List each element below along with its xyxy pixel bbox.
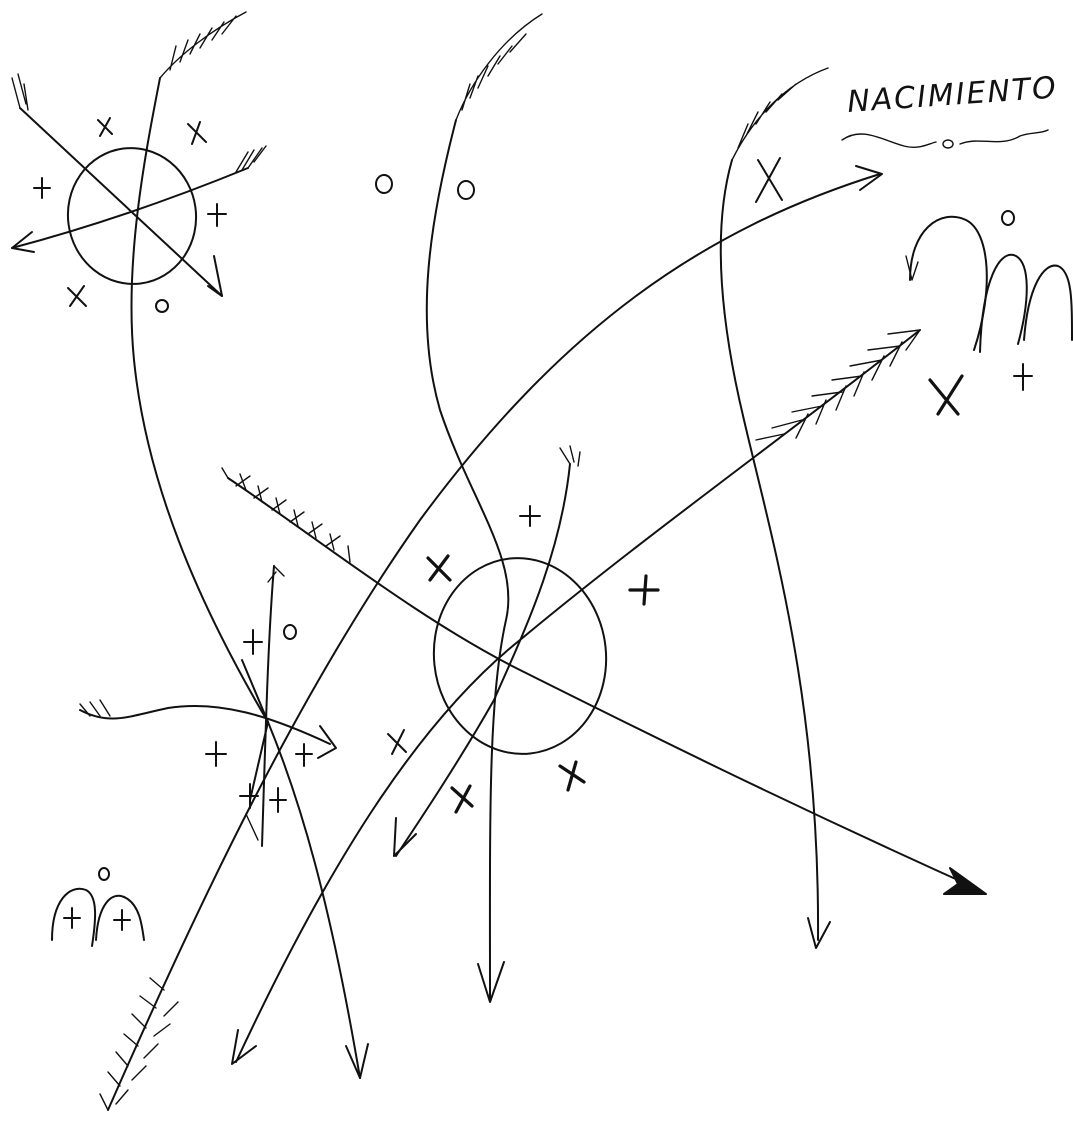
- rising-arrow-feathers: [100, 978, 178, 1110]
- bottom-left-arches: [52, 868, 144, 946]
- cross-mark: [388, 730, 406, 754]
- middle-long-curve: [427, 120, 509, 1000]
- cross-mark: [930, 376, 962, 414]
- circle-mark: [284, 625, 296, 639]
- top-left-cross-line: [12, 168, 248, 248]
- label-underline-wave-right: [960, 130, 1048, 144]
- central-circle: [424, 550, 616, 763]
- top-left-feathers: [12, 74, 28, 110]
- feathered-line-right: [721, 68, 830, 948]
- cross-mark: [756, 158, 782, 202]
- label-circle-mark: [943, 140, 953, 148]
- star-vertical-feathers: [268, 566, 284, 582]
- cross-mark: [452, 786, 472, 812]
- plus-mark: [240, 784, 258, 808]
- plus-mark: [206, 742, 226, 766]
- circle-mark: [1002, 211, 1014, 225]
- top-left-cross-feathers: [236, 146, 266, 172]
- descending-arrow-line: [236, 330, 920, 1062]
- circle-mark: [99, 868, 109, 880]
- circle-mark: [156, 300, 168, 312]
- cross-mark: [98, 118, 112, 136]
- central-arrowhead: [394, 818, 416, 856]
- diagonal-arrowhead: [944, 868, 986, 894]
- right-long-feathers: [732, 68, 828, 160]
- plus-mark: [244, 630, 262, 654]
- star-short-tick: [246, 814, 258, 840]
- star-vertical-line: [262, 566, 274, 846]
- central-feathers: [560, 446, 580, 466]
- right-small-arch: [1024, 266, 1072, 340]
- top-left-diagonal-line: [20, 108, 222, 296]
- plus-mark: [270, 788, 286, 812]
- label-underline-wave: [842, 134, 936, 147]
- plus-mark: [296, 744, 312, 766]
- right-arch: [96, 896, 144, 940]
- central-arrow-line: [396, 464, 570, 856]
- top-left-cluster: [12, 74, 266, 312]
- right-large-arch: [910, 217, 987, 350]
- nacimiento-label: NACIMIENTO: [846, 70, 1059, 120]
- star-wavy-feathers: [80, 700, 110, 716]
- left-long-feathers: [160, 12, 246, 78]
- middle-long-arrowhead: [478, 962, 504, 1002]
- cross-mark: [188, 122, 206, 144]
- right-arches: [906, 211, 1072, 414]
- circle-mark: [458, 181, 474, 199]
- diagonal-feathers: [222, 468, 350, 562]
- plus-mark: [114, 910, 130, 930]
- plus-mark: [1014, 364, 1032, 390]
- cross-mark: [68, 286, 86, 306]
- arrow-to-nacimiento: [100, 166, 882, 1110]
- cross-mark: [428, 556, 450, 580]
- top-left-diagonal-arrowhead: [208, 256, 222, 296]
- circle-mark: [376, 175, 392, 193]
- descending-feathers: [756, 330, 920, 440]
- plus-mark: [64, 908, 80, 928]
- feathered-line-middle: [427, 14, 542, 1002]
- plus-mark: [34, 178, 50, 198]
- plus-mark: [520, 506, 540, 526]
- middle-long-feathers: [456, 14, 542, 120]
- plus-mark: [630, 576, 658, 604]
- left-long-curve: [131, 78, 360, 1078]
- nacimiento-label-group: NACIMIENTO: [842, 70, 1059, 148]
- plus-mark: [208, 204, 226, 226]
- cross-mark: [560, 762, 584, 790]
- right-long-curve: [721, 160, 818, 940]
